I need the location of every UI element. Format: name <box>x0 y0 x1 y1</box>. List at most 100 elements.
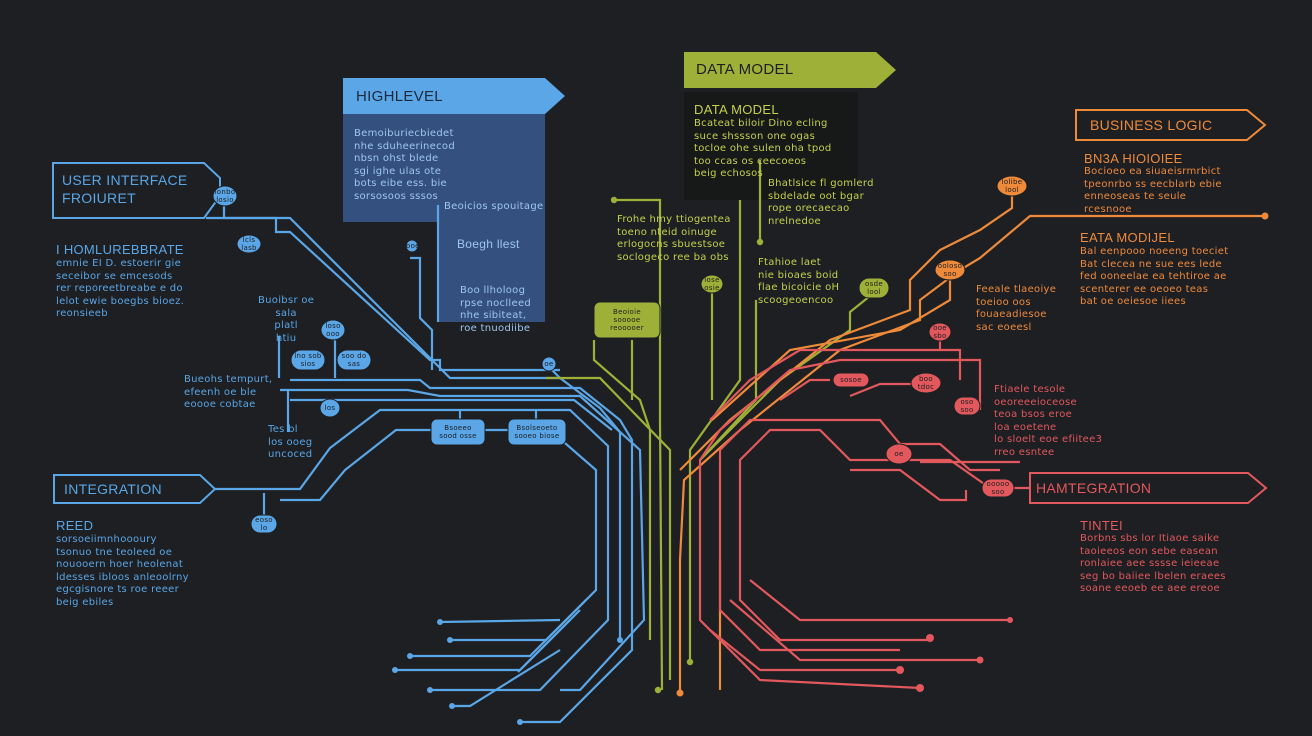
wire-terminal <box>392 667 398 673</box>
wire-terminal <box>926 634 934 642</box>
red-node <box>981 478 1015 498</box>
business-sub-body: Feeale tlaeoiye toeioo oos fouaeadiesoe … <box>976 284 1057 333</box>
olive-wire <box>614 198 664 691</box>
wire-terminal <box>447 637 453 643</box>
data-model-body: Bcateat biloir Dino ecling suce shssson … <box>694 118 832 179</box>
business-logic-tag: BUSINESS LOGIC <box>1090 117 1213 133</box>
data-model-heading: DATA MODEL <box>694 102 779 117</box>
blue-wire <box>206 216 560 372</box>
integration-tag-shape <box>53 474 217 504</box>
wire-terminal <box>517 719 523 725</box>
blue-node <box>290 349 326 371</box>
business-logic-heading: BN3A HIOIOIEE <box>1084 151 1183 166</box>
user-interface-tag-line1: USER INTERFACE <box>62 172 188 188</box>
highlevel-center-title: Boegh llest <box>457 237 520 251</box>
blue-wire <box>410 599 587 658</box>
eata-model-body: Bal eenpooo noeeng toeciet Bat clecea ne… <box>1080 246 1229 307</box>
orange-terminal-group <box>676 212 1269 697</box>
blue-node <box>320 319 346 341</box>
blue-wire <box>410 256 434 370</box>
hamtegration-tag: HAMTEGRATION <box>1036 480 1152 496</box>
highlevel-body: Bemoiburiecbiedet nhe sduheerinecod nbsn… <box>354 128 455 202</box>
blue-wire <box>290 378 634 724</box>
red-wire <box>709 629 900 672</box>
business-logic-body: Bocioeo ea siuaeisrmrbict tpeonrbo ss ee… <box>1084 166 1222 215</box>
blue-wire <box>517 619 571 673</box>
red-wire <box>729 599 980 662</box>
hamtegration-tag-shape <box>1029 472 1268 504</box>
wire-terminal <box>896 666 904 674</box>
red-wire <box>779 378 830 401</box>
red-node <box>832 372 870 388</box>
blue-wire <box>220 186 622 640</box>
blue-wire <box>280 388 646 692</box>
highlevel-panel <box>343 110 545 222</box>
user-interface-tag-line2: FROIURET <box>62 190 136 206</box>
wire-terminal <box>427 687 433 693</box>
red-terminal-group <box>896 617 1013 692</box>
blue-node <box>507 418 567 446</box>
highlevel-tag: HIGHLEVEL <box>356 88 443 105</box>
wire-terminal <box>916 684 924 692</box>
orange-node <box>996 175 1028 197</box>
orange-wire <box>678 214 1265 690</box>
red-wire <box>849 382 912 398</box>
wire-terminal <box>437 619 443 625</box>
olive-wire <box>688 200 742 660</box>
blue-node <box>405 239 419 253</box>
data-model-tag: DATA MODEL <box>696 61 794 78</box>
red-node <box>953 396 981 416</box>
blue-wire <box>290 398 613 431</box>
wire-terminal <box>1261 212 1269 220</box>
olive-terminal-group <box>610 196 764 694</box>
user-interface-body: emnie EI D. estoerir gie seceibor se emc… <box>56 258 185 319</box>
ui-small-a: Buoibsr oe sala platl htiu <box>258 295 315 344</box>
wire-terminal <box>610 196 618 204</box>
wire-terminal <box>686 658 694 666</box>
highlevel-center-body: Boo llholoog rpse noclleed nhe sibiteat,… <box>460 285 532 334</box>
olive-wire <box>546 376 672 680</box>
olive-wire <box>592 340 652 640</box>
ui-small-c: Tes bl los ooeg uncoced <box>268 424 313 460</box>
integration-body: sorsoeiimnhoooury tsonuo tne teoleed oe … <box>56 534 189 608</box>
red-wire-group <box>698 340 1030 690</box>
blue-node <box>250 514 278 534</box>
red-wire <box>709 348 962 421</box>
red-wire <box>850 468 968 502</box>
blue-wire <box>452 649 561 708</box>
data-model-left-body: Frohe hmy ttiogentea toeno nteid oinuge … <box>617 214 731 263</box>
wire-terminal <box>407 653 413 659</box>
node-layer <box>212 175 1028 534</box>
red-wire <box>738 428 1030 642</box>
orange-node <box>934 259 966 281</box>
blue-node <box>319 398 341 418</box>
highlevel-panel-extension <box>438 222 545 322</box>
olive-node <box>858 277 890 299</box>
hamtegration-heading: TINTEI <box>1080 518 1123 533</box>
wire-terminal <box>676 689 684 697</box>
red-node <box>928 322 952 342</box>
wire-terminal <box>654 686 662 694</box>
blue-wire <box>439 618 561 624</box>
blue-wire <box>215 408 610 692</box>
blue-node <box>430 418 486 446</box>
data-model-sub-body: Bhatlsice fl gomlerd sbdelade oot bgar r… <box>768 178 874 227</box>
olive-wire <box>699 295 871 461</box>
blue-node <box>212 185 238 207</box>
business-logic-tag-shape <box>1075 109 1267 141</box>
user-interface-heading: I HOMLUREBBRATE <box>56 242 184 257</box>
blue-node <box>541 356 557 372</box>
integration-heading: REED <box>56 518 94 533</box>
highlevel-sub-body: Beoicios spouitage <box>444 201 544 212</box>
data-model-tag-shape <box>684 52 896 88</box>
wire-terminal <box>976 656 984 664</box>
wire-terminal <box>1007 617 1013 623</box>
data-model-panel <box>684 92 858 200</box>
blue-node <box>236 234 262 254</box>
blue-wire-group <box>206 186 646 724</box>
red-wire <box>718 418 1000 652</box>
blue-wire <box>280 428 598 642</box>
olive-node <box>700 274 724 294</box>
